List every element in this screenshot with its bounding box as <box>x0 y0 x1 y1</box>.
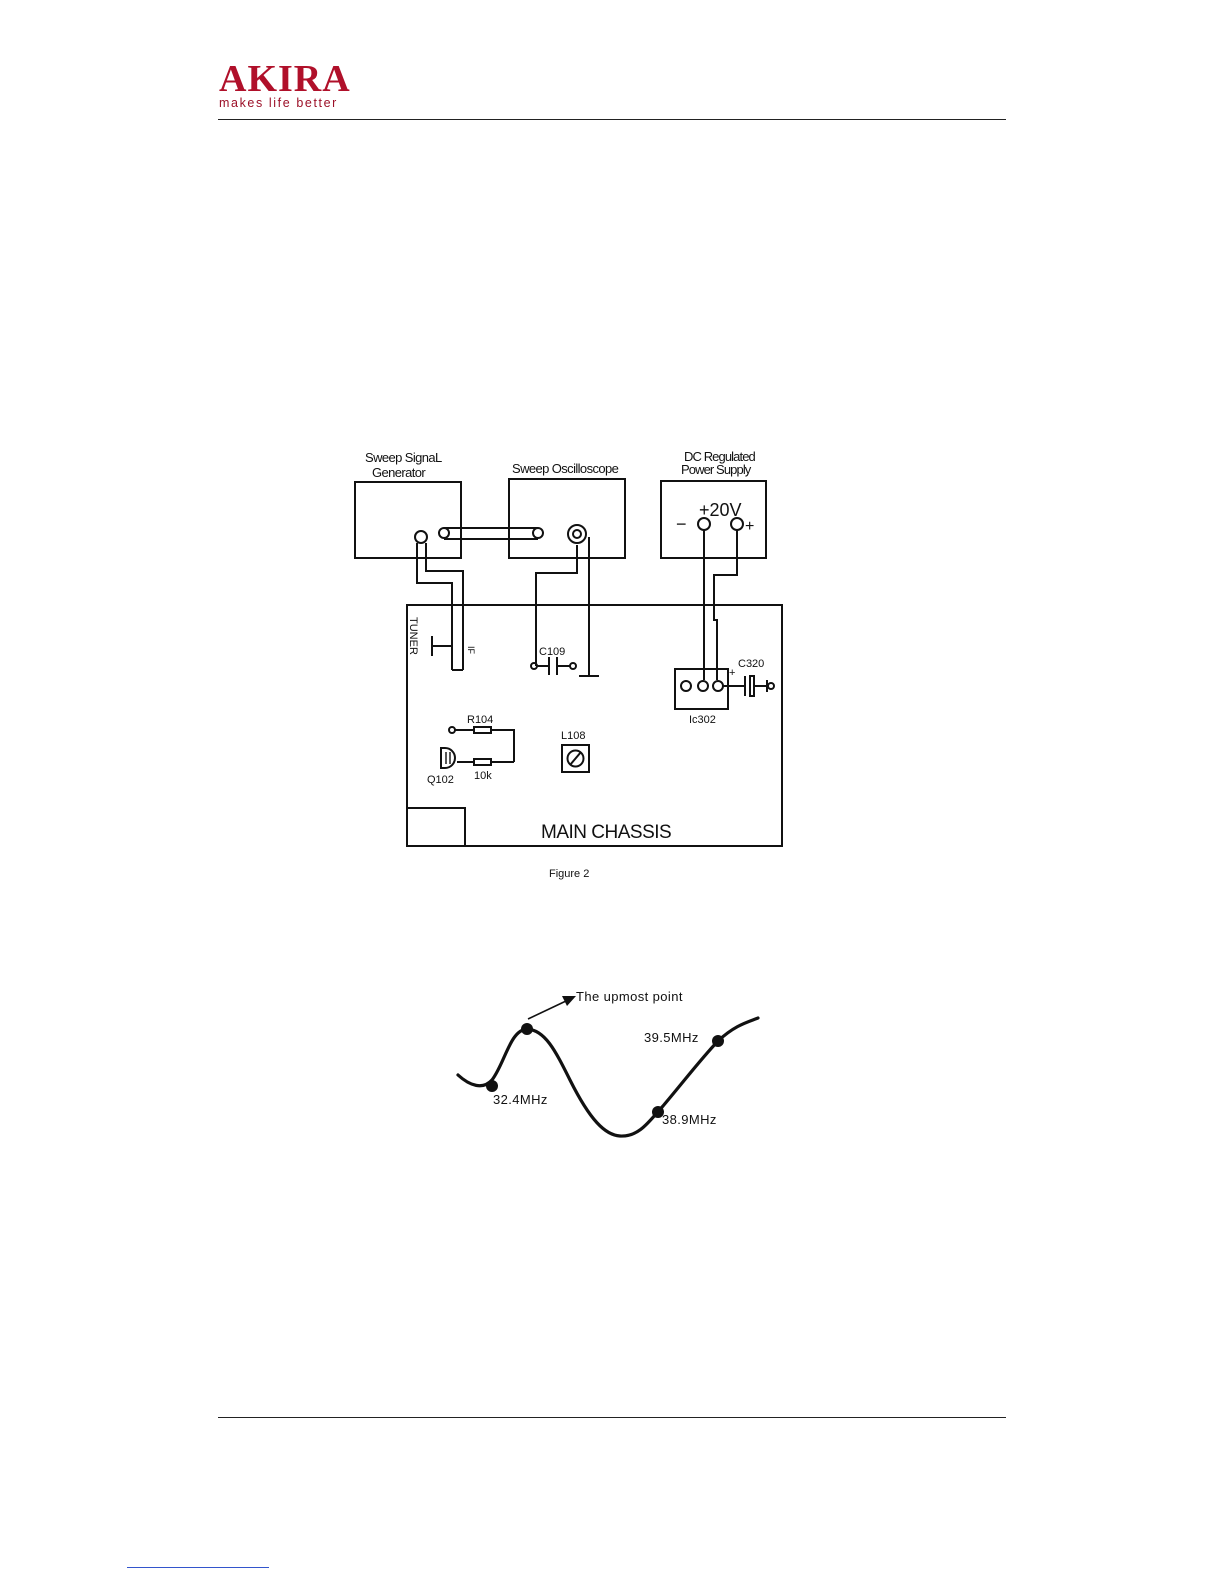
chassis-corner-block <box>407 808 465 846</box>
capacitor-c320 <box>723 676 767 696</box>
ic302-label: Ic302 <box>689 714 716 726</box>
marker-label-39-5: 39.5MHz <box>644 1030 699 1045</box>
generator-scope-cable <box>444 528 538 539</box>
r104-label: R104 <box>467 714 493 726</box>
upmost-pointer-arrowhead <box>562 996 576 1006</box>
upmost-pointer-arrow <box>528 1001 566 1019</box>
c320-plus-label: + <box>729 667 735 679</box>
if-label: IF <box>466 646 476 655</box>
c109-left-pad <box>531 663 537 669</box>
sweep-generator-box <box>355 482 461 558</box>
chassis-label: MAIN CHASSIS <box>541 822 671 843</box>
c320-label: C320 <box>738 658 764 670</box>
r104-pad <box>449 727 455 733</box>
marker-upmost <box>521 1023 533 1035</box>
c109-right-pad <box>570 663 576 669</box>
upmost-point-label: The upmost point <box>576 989 683 1004</box>
tuner-if-pin <box>432 636 452 656</box>
scope-input-end <box>533 528 543 538</box>
psu-label-line2: Power Supply <box>681 462 752 477</box>
psu-minus-label: − <box>676 514 687 534</box>
q102-transistor <box>441 748 455 768</box>
q102-label: Q102 <box>427 774 454 786</box>
q102-pins <box>446 752 450 764</box>
c320-pad <box>768 683 774 689</box>
ic302-pin-3 <box>713 681 723 691</box>
generator-label-line2: Generator <box>372 465 426 480</box>
oscilloscope-box <box>509 479 625 558</box>
figure2-caption: Figure 2 <box>549 868 589 880</box>
generator-if-lead <box>417 543 463 670</box>
ic302-pin-1 <box>681 681 691 691</box>
scope-input-jack-inner <box>573 530 581 538</box>
marker-label-32-4: 32.4MHz <box>493 1092 548 1107</box>
l108-label: L108 <box>561 730 585 742</box>
psu-voltage-label: +20V <box>699 500 742 520</box>
generator-output-jack <box>415 531 427 543</box>
generator-sweep-jack <box>439 528 449 538</box>
c109-label: C109 <box>539 646 565 658</box>
generator-label-line1: Sweep SignaL <box>365 450 442 465</box>
resistor-10k-label: 10k <box>474 770 492 782</box>
scope-input-jack <box>568 525 586 543</box>
psu-plus-label: + <box>745 518 754 535</box>
l108-slug-slot <box>570 752 581 765</box>
ic302-pin-2 <box>698 681 708 691</box>
marker-label-38-9: 38.9MHz <box>662 1112 717 1127</box>
tuner-label: TUNER <box>407 617 419 655</box>
marker-39-5 <box>712 1035 724 1047</box>
marker-32-4 <box>486 1080 498 1092</box>
r104-resistor <box>455 727 514 765</box>
capacitor-c109 <box>536 657 570 675</box>
oscilloscope-label: Sweep Oscilloscope <box>512 461 619 476</box>
